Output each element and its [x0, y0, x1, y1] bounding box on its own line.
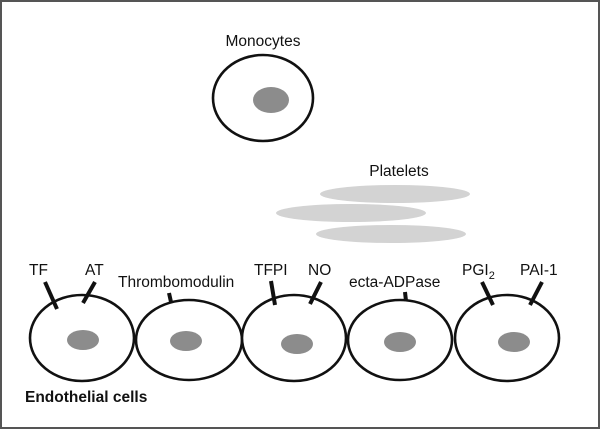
platelet: [320, 185, 470, 203]
platelet: [316, 225, 466, 243]
endothelial-cells-label: Endothelial cells: [25, 389, 147, 406]
pai1-stalk: [528, 281, 544, 306]
cell-nucleus: [67, 330, 99, 350]
endothelial-cell: [240, 293, 348, 383]
cell-nucleus: [281, 334, 313, 354]
cell-nucleus: [170, 331, 202, 351]
endothelial-cell: [346, 298, 454, 382]
pgi2-stalk: [480, 281, 495, 306]
surface-factor-stalks: [43, 280, 544, 310]
cell-nucleus: [384, 332, 416, 352]
tfpi-stalk: [269, 280, 277, 306]
endothelial-layer: [28, 293, 561, 383]
platelets-group: [276, 185, 470, 243]
thrombomodulin-label: Thrombomodulin: [118, 274, 234, 291]
platelet: [276, 204, 426, 222]
no-label: NO: [308, 262, 331, 279]
platelets-label: Platelets: [369, 163, 429, 180]
endothelial-cell: [453, 293, 561, 383]
tf-label: TF: [29, 262, 48, 279]
monocyte-nucleus: [253, 87, 289, 113]
ecta-adpase-label: ecta-ADPase: [349, 274, 440, 291]
endothelial-cell: [28, 293, 136, 383]
at-stalk: [81, 281, 97, 304]
cell-nucleus: [498, 332, 530, 352]
pai1-label: PAI-1: [520, 262, 558, 279]
at-label: AT: [85, 262, 104, 279]
thrombomodulin-stalk: [167, 292, 173, 303]
pgi2-label: PGI2: [462, 262, 495, 282]
monocyte-cell: [211, 53, 315, 143]
tf-stalk: [43, 281, 59, 310]
monocytes-label: Monocytes: [226, 33, 301, 50]
ecta-adpase-stalk: [403, 291, 408, 302]
endothelial-cell: [134, 298, 244, 382]
tfpi-label: TFPI: [254, 262, 288, 279]
no-stalk: [308, 281, 323, 305]
